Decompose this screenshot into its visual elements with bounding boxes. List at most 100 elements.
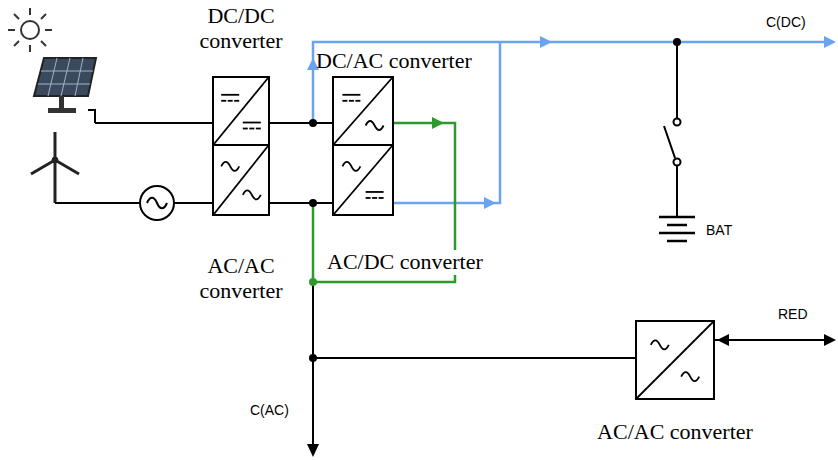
label-holder: DC/DC converter bbox=[181, 4, 301, 53]
converter-symbol bbox=[228, 100, 233, 102]
bus-label: C(AC) bbox=[250, 402, 289, 418]
converter-symbol bbox=[214, 78, 268, 144]
solar-panel-icon bbox=[61, 58, 70, 96]
wind-turbine-icon bbox=[52, 157, 58, 163]
bus-label: RED bbox=[778, 306, 808, 322]
converter-symbol bbox=[366, 121, 384, 130]
sun-icon bbox=[29, 45, 31, 52]
battery-switch bbox=[674, 159, 681, 166]
converter-symbol bbox=[214, 78, 268, 144]
sun-icon bbox=[41, 41, 46, 46]
converter-label: AC/DC converter bbox=[325, 250, 485, 275]
load-arrow bbox=[717, 334, 729, 346]
solar-panel-icon bbox=[48, 58, 57, 96]
generator-symbol bbox=[147, 198, 167, 209]
converter-symbol bbox=[249, 128, 254, 130]
converter-symbol bbox=[355, 100, 360, 102]
sun-icon bbox=[14, 41, 19, 46]
converter-box: DC/AC converter bbox=[332, 76, 394, 146]
converter-box: AC/AC converter bbox=[635, 320, 715, 400]
converter-symbol bbox=[221, 162, 239, 171]
converter-symbol bbox=[366, 197, 371, 199]
ac-bus-arrow bbox=[432, 117, 444, 129]
converter-symbol bbox=[214, 146, 268, 214]
wind-turbine-icon bbox=[55, 160, 79, 174]
converter-symbol bbox=[372, 197, 377, 199]
solar-panel-icon bbox=[88, 110, 95, 123]
wind-turbine-icon bbox=[54, 132, 57, 160]
generator-symbol bbox=[140, 186, 174, 220]
converter-symbol bbox=[637, 322, 713, 398]
solar-panel-icon bbox=[59, 96, 64, 110]
ac-load-line bbox=[312, 282, 314, 446]
source-wire bbox=[95, 122, 212, 124]
converter-symbol bbox=[342, 162, 360, 171]
battery-symbol bbox=[659, 217, 695, 241]
power-wire bbox=[270, 203, 635, 358]
bus-label: BAT bbox=[706, 222, 732, 238]
converter-symbol bbox=[334, 78, 392, 144]
generator-symbol bbox=[140, 186, 174, 220]
ac-bus-line bbox=[312, 203, 315, 282]
wind-turbine-icon bbox=[54, 162, 57, 203]
battery-symbol bbox=[667, 240, 687, 243]
converter-box: AC/AC converter bbox=[212, 144, 270, 216]
dc-bus-arrow bbox=[824, 36, 836, 48]
converter-label: DC/AC converter bbox=[316, 49, 472, 74]
source-wire bbox=[55, 202, 140, 204]
sun-icon bbox=[8, 8, 52, 52]
load-arrow bbox=[307, 444, 319, 457]
converter-symbol bbox=[334, 78, 392, 144]
converter-label: AC/AC converter bbox=[181, 254, 301, 303]
converter-symbol bbox=[256, 128, 261, 130]
solar-panel-icon bbox=[38, 84, 90, 85]
label-holder: AC/AC converter bbox=[597, 420, 753, 445]
source-wire bbox=[174, 202, 212, 204]
battery-switch bbox=[676, 166, 678, 216]
label-holder: AC/DC converter bbox=[325, 250, 485, 275]
sun-icon bbox=[21, 21, 39, 39]
load-arrow bbox=[307, 334, 836, 457]
label-holder: C(AC) bbox=[250, 402, 289, 418]
converter-label: DC/DC converter bbox=[181, 4, 301, 53]
label-holder: BAT bbox=[706, 222, 732, 238]
converter-symbol bbox=[221, 94, 239, 96]
converter-symbol bbox=[234, 100, 239, 102]
source-wire bbox=[55, 123, 212, 203]
load-arrow bbox=[824, 334, 836, 346]
battery-switch bbox=[664, 126, 675, 158]
converter-symbol bbox=[681, 372, 699, 381]
junction-dot bbox=[673, 38, 681, 46]
junction-dot bbox=[309, 119, 317, 127]
battery-symbol bbox=[659, 216, 695, 219]
converter-symbol bbox=[214, 146, 268, 214]
converter-symbol bbox=[243, 122, 261, 124]
label-holder: DC/AC converter bbox=[316, 49, 472, 74]
sun-icon bbox=[29, 8, 31, 15]
solar-panel-icon bbox=[75, 58, 83, 96]
solar-panel-icon bbox=[41, 71, 93, 72]
sun-icon bbox=[45, 29, 52, 31]
converter-box: AC/DC converter bbox=[332, 144, 394, 216]
label-holder: RED bbox=[778, 306, 808, 322]
converter-symbol bbox=[342, 100, 347, 102]
ac-bus-arrow bbox=[432, 117, 444, 129]
solar-panel-icon bbox=[34, 58, 96, 96]
junction-dot bbox=[309, 38, 681, 362]
wind-turbine-icon bbox=[31, 160, 55, 174]
battery-switch bbox=[674, 119, 681, 126]
converter-symbol bbox=[349, 100, 354, 102]
converter-symbol bbox=[651, 340, 669, 349]
converter-box: DC/DC converter bbox=[212, 76, 270, 146]
battery-switch bbox=[676, 42, 678, 118]
dc-bus-arrow bbox=[540, 36, 552, 48]
bus-label: C(DC) bbox=[766, 14, 806, 30]
converter-symbol bbox=[637, 322, 713, 398]
label-holder: C(DC) bbox=[766, 14, 806, 30]
ac-load-line bbox=[715, 339, 826, 341]
converter-symbol bbox=[334, 146, 392, 214]
solar-panel-icon bbox=[34, 58, 96, 123]
solar-panel-icon bbox=[48, 108, 76, 113]
converter-symbol bbox=[221, 100, 226, 102]
